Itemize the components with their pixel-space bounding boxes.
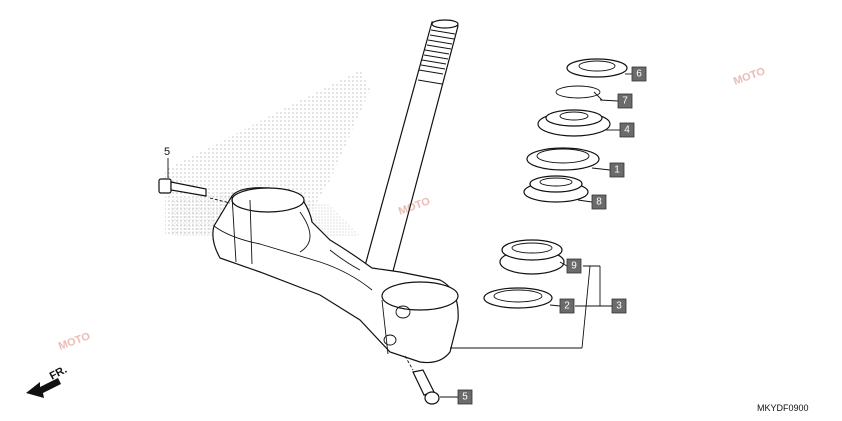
svg-text:MOTO: MOTO (732, 65, 767, 88)
callout-3-number: 3 (616, 301, 622, 312)
callout-2-number: 2 (564, 301, 570, 312)
lower-bearing-part (499, 239, 565, 275)
steering-stem-shaft (359, 19, 459, 291)
lock-washer-part (555, 85, 603, 101)
pinch-bolt-lower (404, 355, 440, 405)
front-marker-label: FR. (48, 364, 69, 383)
callout-5-lower-number: 5 (462, 392, 468, 403)
callout-1-number: 1 (614, 165, 620, 176)
callout-9-number: 9 (571, 261, 577, 272)
callout-7[interactable]: 7 (617, 93, 633, 109)
lower-dust-seal-part (483, 287, 553, 309)
callout-1[interactable]: 1 (609, 162, 625, 178)
svg-text:MOTO: MOTO (57, 330, 92, 353)
callout-4[interactable]: 4 (619, 122, 635, 138)
callout-7-number: 7 (622, 96, 628, 107)
adjusting-nut-part (537, 109, 611, 137)
callout-5-upper[interactable]: 5 (164, 146, 170, 158)
diagram-code: MKYDF0900 (757, 403, 809, 413)
callout-6-number: 6 (636, 69, 642, 80)
lock-nut-part (566, 58, 628, 78)
steering-stem-bridge (212, 187, 459, 364)
callout-4-number: 4 (624, 125, 630, 136)
pinch-bolt-upper (158, 178, 231, 204)
upper-bearing-part (523, 175, 589, 203)
dust-seal-part (526, 147, 600, 171)
callout-8-number: 8 (596, 197, 602, 208)
leader-lines (167, 73, 632, 398)
callout-2[interactable]: 2 (559, 298, 575, 314)
callout-6[interactable]: 6 (631, 66, 647, 82)
callout-9[interactable]: 9 (566, 258, 582, 274)
callout-3[interactable]: 3 (611, 298, 627, 314)
front-direction-arrow: FR. (26, 364, 69, 398)
callout-5-lower[interactable]: 5 (457, 389, 473, 405)
callout-8[interactable]: 8 (591, 194, 607, 210)
